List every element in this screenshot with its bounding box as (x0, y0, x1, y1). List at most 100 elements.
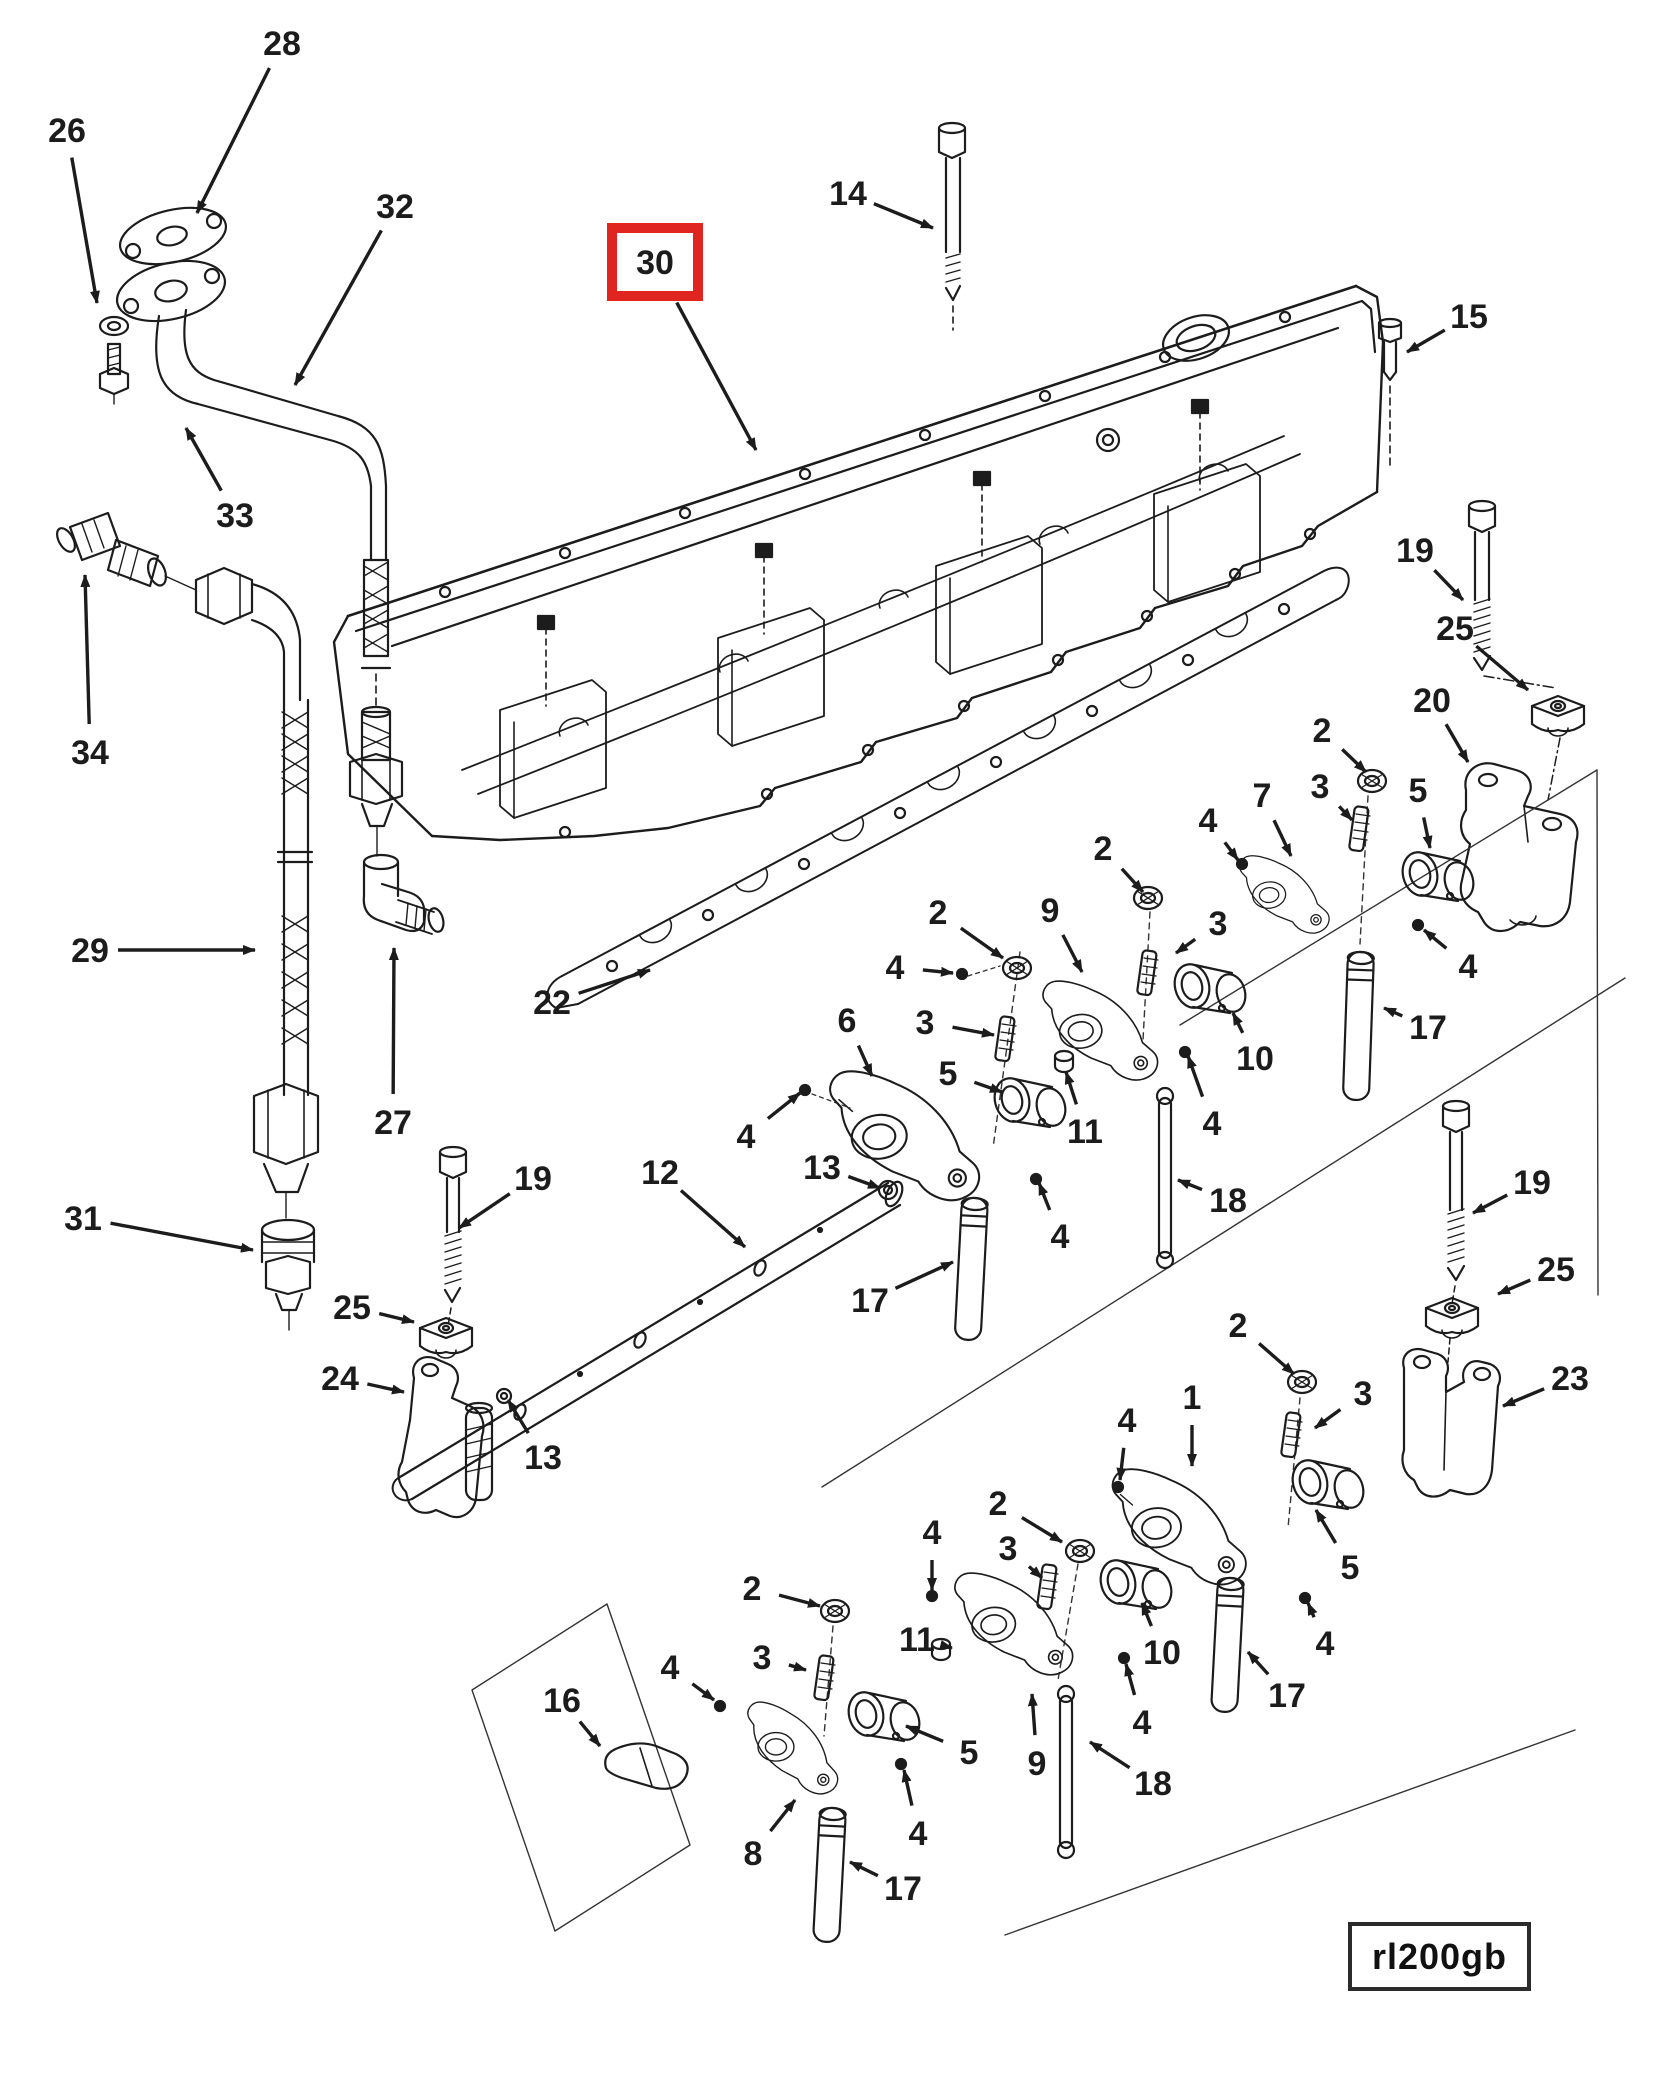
part-fitting-34 (56, 511, 197, 591)
callout-29: 29 (71, 932, 256, 970)
svg-text:2: 2 (1313, 712, 1332, 750)
callout-4: 4 (1124, 1663, 1152, 1742)
part-bolt-26 (98, 315, 130, 405)
part-caps-11 (930, 1049, 1075, 1662)
part-rocker-lever-9b (954, 1572, 1074, 1676)
svg-text:4: 4 (1118, 1402, 1137, 1440)
callout-13: 13 (506, 1399, 562, 1477)
callout-2: 2 (1313, 712, 1368, 774)
part-nuts-2 (819, 768, 1388, 1624)
svg-text:34: 34 (71, 734, 109, 772)
callout-27: 27 (374, 947, 412, 1142)
part-push-tube-17d (812, 1806, 847, 1943)
part-adjusting-screws-3 (813, 805, 1371, 1702)
callout-12: 12 (641, 1154, 747, 1249)
callout-11: 11 (1064, 1071, 1103, 1151)
callout-17: 17 (1246, 1650, 1306, 1715)
callout-32: 32 (293, 188, 414, 386)
part-bolt-15 (1377, 317, 1403, 467)
callout-4: 4 (901, 1769, 928, 1853)
part-cover-gasket (546, 566, 1350, 1009)
callout-3: 3 (999, 1530, 1044, 1580)
part-clamp-25-top-right (1530, 694, 1586, 801)
callout-14: 14 (829, 175, 934, 230)
callout-3: 3 (1311, 768, 1354, 822)
svg-text:25: 25 (1537, 1251, 1575, 1289)
callout-18: 18 (1177, 1178, 1247, 1220)
part-bushing-10b (1099, 1559, 1173, 1611)
callout-17: 17 (849, 1860, 922, 1908)
part-clamp-25-right (1424, 1296, 1480, 1363)
part-push-tube-17c (1210, 1576, 1245, 1713)
diagram-code-text: rl200gb (1371, 1935, 1508, 1977)
callout-9: 9 (1028, 1693, 1047, 1783)
callout-8: 8 (744, 1798, 797, 1873)
svg-text:2: 2 (989, 1485, 1008, 1523)
svg-text:3: 3 (1354, 1375, 1373, 1413)
part-bracket-23 (1401, 1347, 1501, 1498)
svg-text:25: 25 (333, 1289, 371, 1327)
callout-30: 30 (607, 223, 758, 451)
svg-text:30: 30 (636, 244, 674, 282)
svg-text:32: 32 (376, 188, 414, 226)
svg-text:6: 6 (838, 1002, 857, 1040)
svg-text:4: 4 (1051, 1218, 1070, 1256)
callout-25: 25 (333, 1289, 415, 1327)
part-bolt-19-right (1441, 1099, 1471, 1305)
svg-text:29: 29 (71, 932, 109, 970)
svg-text:4: 4 (1203, 1105, 1222, 1143)
part-push-rod-18a (1155, 1086, 1175, 1270)
part-elbow-fitting-27 (362, 853, 445, 935)
callout-16: 16 (543, 1682, 602, 1748)
svg-text:4: 4 (1316, 1625, 1335, 1663)
svg-text:17: 17 (884, 1870, 922, 1908)
part-push-tube-17b (1342, 950, 1375, 1102)
svg-text:2: 2 (929, 894, 948, 932)
callout-13: 13 (803, 1149, 881, 1190)
svg-text:9: 9 (1028, 1745, 1047, 1783)
svg-text:19: 19 (1396, 532, 1434, 570)
svg-text:3: 3 (1209, 905, 1228, 943)
part-rocker-lever-6 (829, 1070, 981, 1202)
callout-3: 3 (1175, 905, 1228, 955)
callout-19: 19 (458, 1160, 552, 1230)
svg-text:3: 3 (1311, 768, 1330, 806)
part-valve-cover-housing (332, 284, 1385, 842)
part-push-tube-17a (954, 1196, 989, 1341)
svg-text:18: 18 (1134, 1765, 1172, 1803)
callout-19: 19 (1472, 1164, 1551, 1215)
callout-17: 17 (1383, 1006, 1447, 1047)
svg-text:24: 24 (321, 1360, 359, 1398)
callout-4: 4 (1199, 802, 1240, 862)
svg-text:33: 33 (216, 497, 254, 535)
callout-22: 22 (533, 968, 651, 1022)
part-bolt-19-left (438, 1145, 468, 1327)
svg-text:25: 25 (1436, 610, 1474, 648)
part-rocker-lever-1 (1111, 1468, 1247, 1586)
part-drain-tube-flange (115, 259, 227, 323)
svg-text:4: 4 (923, 1514, 942, 1552)
svg-text:5: 5 (1409, 772, 1428, 810)
part-bushing-5d (1291, 1459, 1365, 1511)
svg-text:9: 9 (1041, 892, 1060, 930)
callout-4: 4 (1116, 1402, 1137, 1481)
svg-text:13: 13 (803, 1149, 841, 1187)
part-bushing-5a (993, 1077, 1067, 1129)
part-bracket-24 (397, 1356, 494, 1519)
svg-text:15: 15 (1450, 298, 1488, 336)
svg-text:5: 5 (960, 1734, 979, 1772)
callout-31: 31 (64, 1200, 254, 1253)
callout-5: 5 (939, 1055, 1003, 1094)
part-cluster-axis-dashes (811, 795, 1369, 1737)
callout-4: 4 (1306, 1602, 1335, 1663)
svg-text:1: 1 (1183, 1379, 1202, 1417)
callout-18: 18 (1089, 1740, 1172, 1803)
callout-3: 3 (753, 1639, 807, 1677)
callout-4: 4 (737, 1091, 802, 1156)
part-hose-29 (194, 566, 320, 1219)
callout-2: 2 (743, 1570, 821, 1608)
callout-2: 2 (989, 1485, 1063, 1544)
svg-text:2: 2 (1094, 830, 1113, 868)
